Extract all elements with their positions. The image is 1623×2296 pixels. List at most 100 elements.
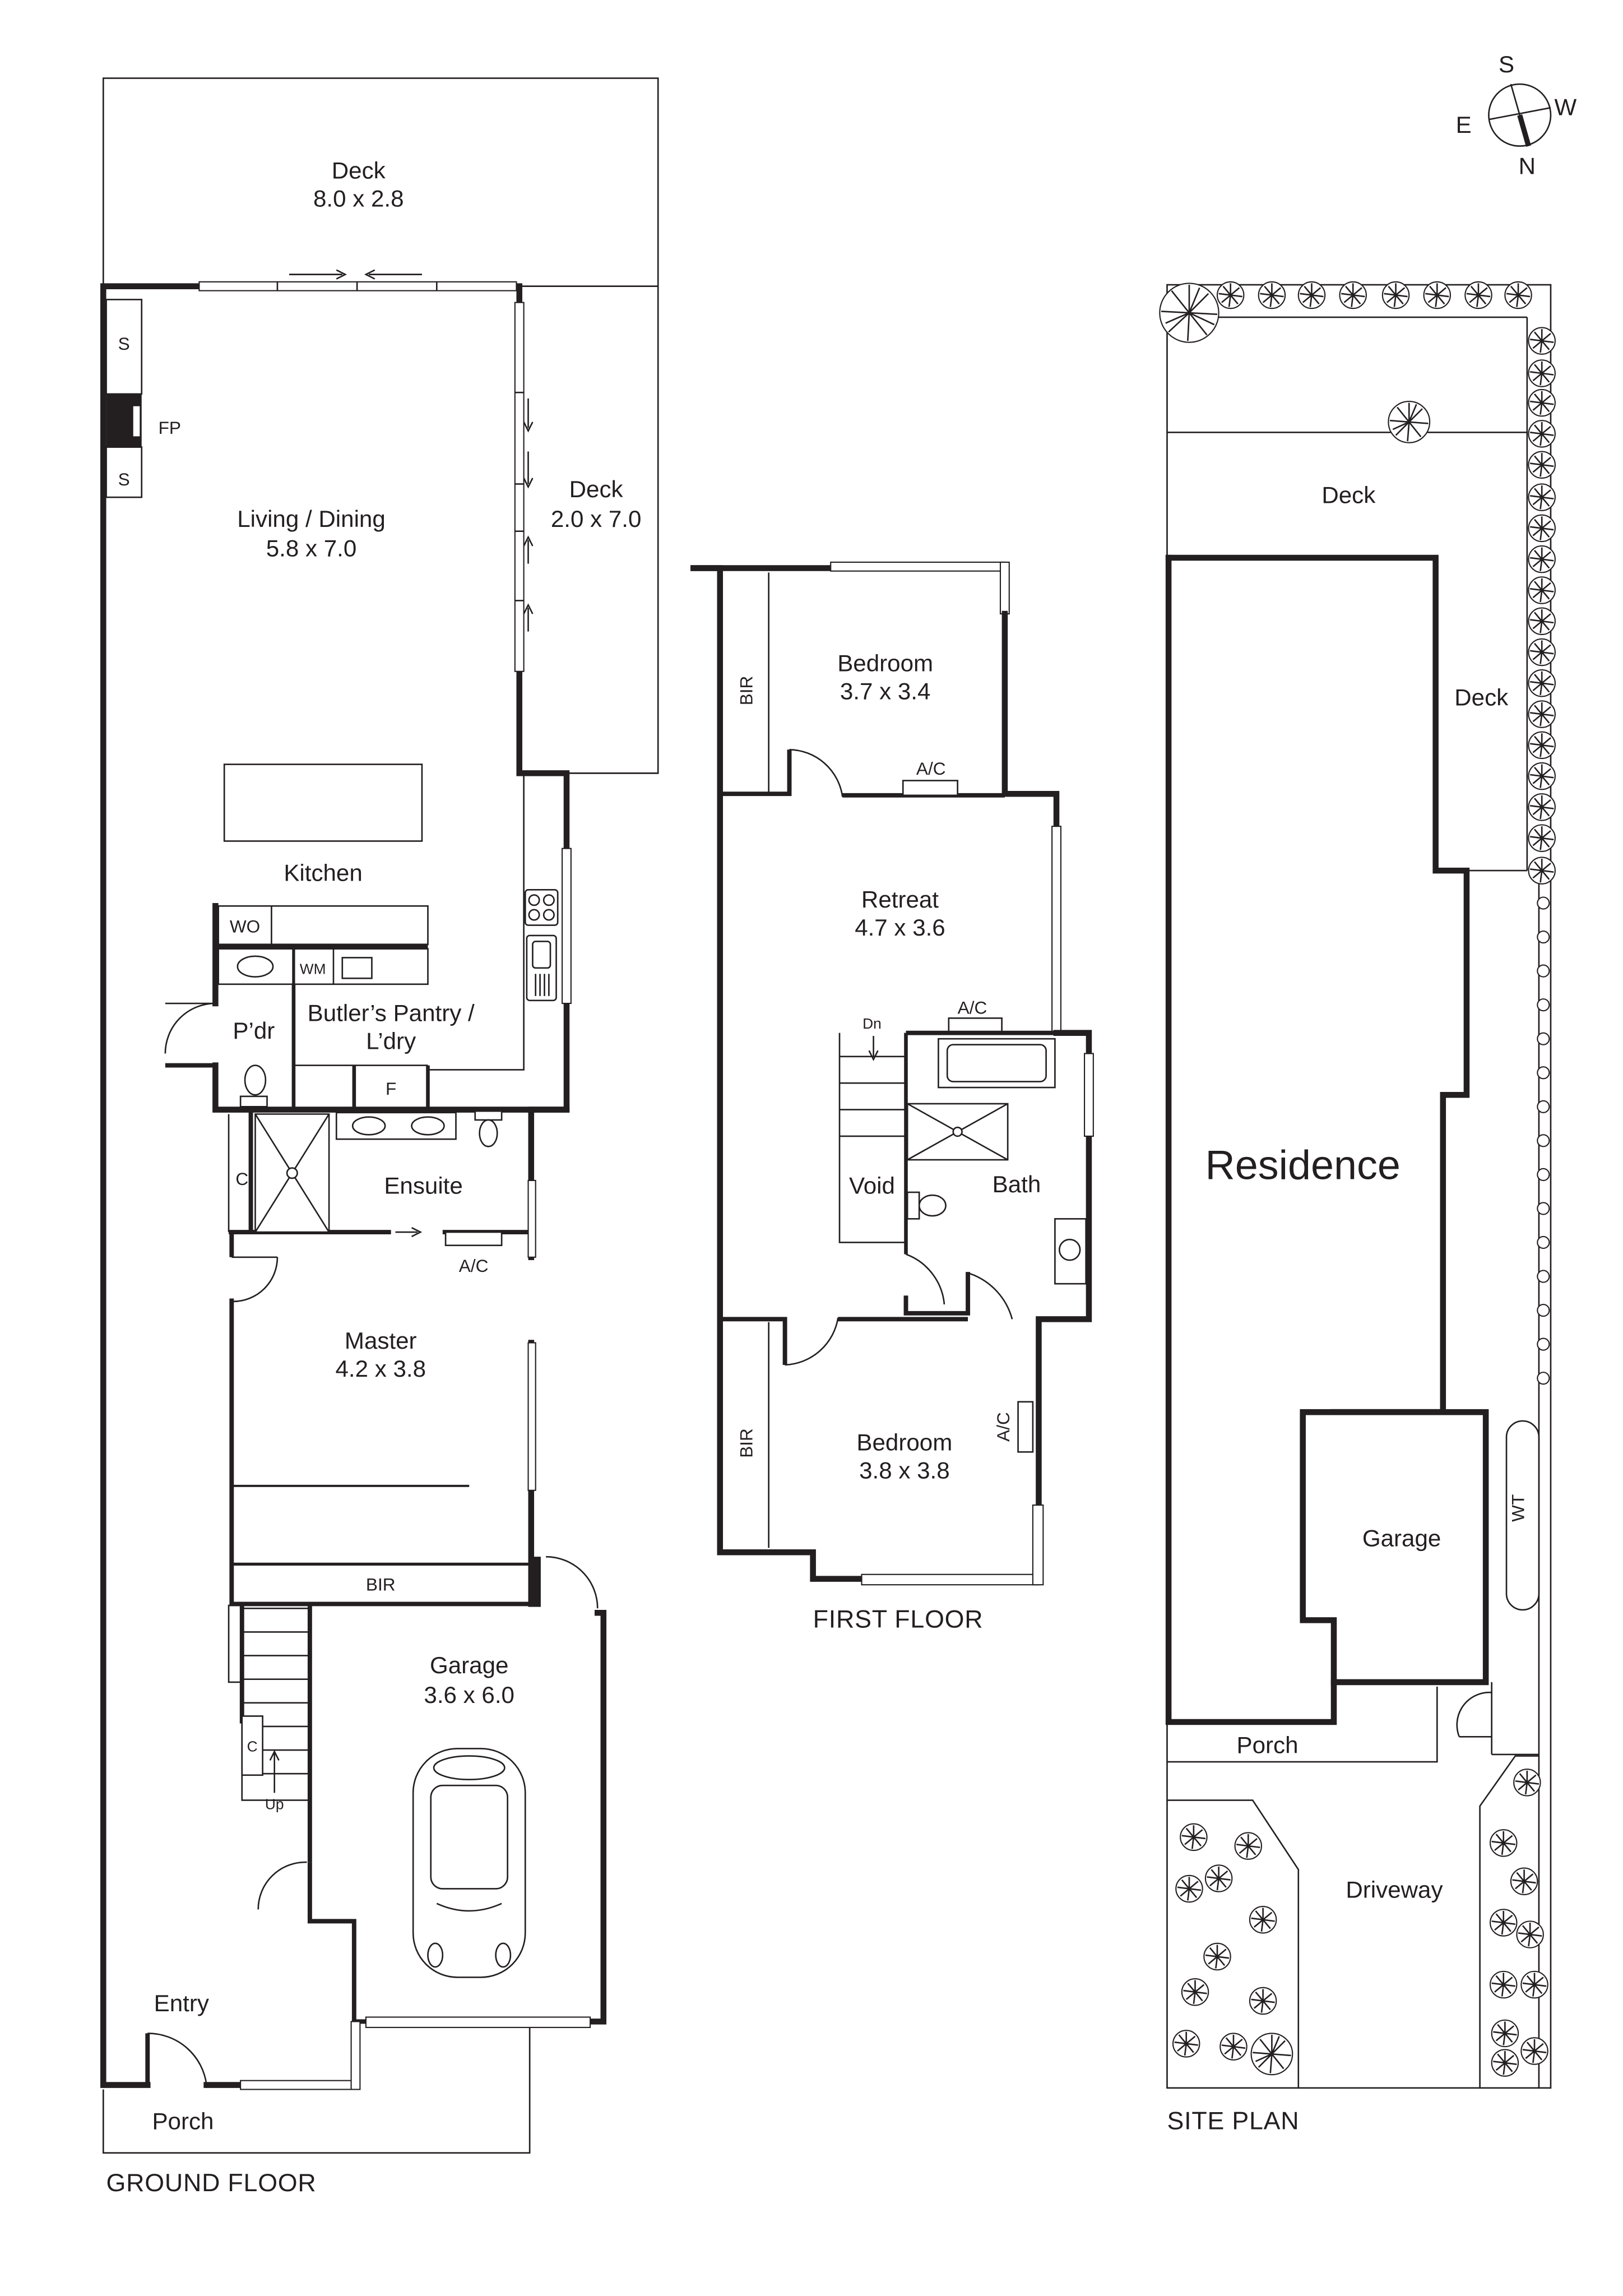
site-garage-outline xyxy=(1300,1409,1489,1686)
storage-label: S xyxy=(118,469,130,489)
vanity xyxy=(335,1112,457,1140)
slide-arrow-icon xyxy=(523,535,534,564)
storage-cupboard xyxy=(105,446,143,498)
entry-label: Entry xyxy=(154,1990,209,2016)
slide-arrow-icon xyxy=(395,1226,423,1238)
ac-label: A/C xyxy=(993,1412,1013,1442)
stairs-arrow-icon xyxy=(868,1035,879,1061)
compass-north-label: N xyxy=(1519,153,1536,179)
bir-label: BIR xyxy=(366,1575,396,1595)
cupboard-label: C xyxy=(235,1169,248,1189)
living-dining-label: Living / Dining xyxy=(237,506,386,532)
master-size: 4.2 x 3.8 xyxy=(335,1355,426,1382)
fireplace-label: FP xyxy=(159,418,181,438)
site-plan: Residence Garage Deck Deck WT Porch Driv… xyxy=(1159,281,1556,2135)
slide-arrow-icon xyxy=(523,603,534,632)
first-floor-title: FIRST FLOOR xyxy=(813,1605,984,1633)
toilet xyxy=(244,1064,267,1096)
toilet xyxy=(479,1119,498,1147)
west-exterior-wall xyxy=(100,283,202,2088)
door-swing[interactable] xyxy=(257,1861,307,1910)
basin xyxy=(237,955,274,978)
site-porch-label: Porch xyxy=(1237,1732,1299,1758)
toilet xyxy=(918,1194,947,1217)
compass-south-label: S xyxy=(1499,51,1514,77)
staircase[interactable] xyxy=(241,1607,311,1801)
side-deck-size: 2.0 x 7.0 xyxy=(551,506,642,532)
site-plan-title: SITE PLAN xyxy=(1167,2107,1299,2135)
garden-tree-icon xyxy=(1172,1768,1549,2077)
slide-arrow-icon xyxy=(289,269,347,280)
storage-label: S xyxy=(118,334,130,354)
residence-outline xyxy=(1165,554,1470,1415)
rear-sliding-doors[interactable] xyxy=(198,281,517,291)
retreat-window xyxy=(1051,826,1061,1034)
bir-label: BIR xyxy=(736,676,757,706)
porch-outline xyxy=(102,2027,531,2154)
bathtub xyxy=(938,1038,1056,1089)
air-conditioner xyxy=(948,1017,1003,1033)
residence-label: Residence xyxy=(1205,1141,1401,1188)
car-icon xyxy=(412,1748,526,1978)
living-dining-size: 5.8 x 7.0 xyxy=(266,535,357,561)
bedroom-1-label: Bedroom xyxy=(837,650,933,677)
water-tank xyxy=(1505,1420,1540,1611)
butlers-pantry-label: Butler’s Pantry / xyxy=(308,1000,475,1026)
air-conditioner xyxy=(902,780,958,797)
hedge-icon xyxy=(1537,896,1550,1385)
ensuite-label: Ensuite xyxy=(384,1173,462,1199)
bedroom-1-size: 3.7 x 3.4 xyxy=(840,678,931,705)
kitchen-window xyxy=(562,848,572,1004)
stairs-down-label: Dn xyxy=(862,1015,882,1032)
kitchen-island xyxy=(223,763,423,842)
door-swing[interactable] xyxy=(789,748,843,797)
retreat-label: Retreat xyxy=(861,886,939,913)
side-deck-label: Deck xyxy=(569,476,624,502)
front-window xyxy=(240,2080,356,2090)
bir-label: BIR xyxy=(736,1428,757,1458)
door-swing[interactable] xyxy=(546,1556,599,1609)
slide-arrow-icon xyxy=(523,451,534,489)
slide-arrow-icon xyxy=(364,269,422,280)
rear-deck-label: Deck xyxy=(332,158,386,184)
door-swing[interactable] xyxy=(969,1272,1013,1320)
bedroom-2-window xyxy=(861,1573,1040,1586)
fridge-label: F xyxy=(386,1078,396,1099)
stairs-up-label: Up xyxy=(265,1795,284,1812)
retreat-size: 4.7 x 3.6 xyxy=(855,914,945,941)
door-swing[interactable] xyxy=(785,1317,839,1366)
door-swing[interactable] xyxy=(164,1002,216,1054)
air-conditioner xyxy=(1017,1401,1034,1453)
cupboard-label: C xyxy=(247,1738,258,1755)
bath-label: Bath xyxy=(993,1171,1041,1197)
compass-east-label: E xyxy=(1456,112,1472,138)
first-floor-plan: A/C BIR Bedroom 3.7 x 3.4 Retreat 4.7 x … xyxy=(690,561,1094,1633)
door-swing[interactable] xyxy=(233,1257,279,1303)
ground-floor-plan: S S FP Deck 8.0 x 2.8 Deck 2.0 x 7.0 Liv… xyxy=(100,77,659,2197)
site-garage-label: Garage xyxy=(1362,1525,1441,1552)
kitchen-label: Kitchen xyxy=(284,860,362,886)
compass: S W E N xyxy=(1456,51,1577,179)
stairs-arrow-icon xyxy=(269,1749,280,1793)
washing-machine-label: WM xyxy=(300,960,326,977)
side-sliding-doors[interactable] xyxy=(514,302,525,672)
entry-door-swing[interactable] xyxy=(147,2033,207,2085)
void-label: Void xyxy=(849,1173,895,1199)
master-window xyxy=(527,1342,536,1491)
north-needle-icon xyxy=(1517,114,1531,147)
compass-west-label: W xyxy=(1554,94,1576,120)
staircase[interactable] xyxy=(838,1033,906,1243)
laundry-trough xyxy=(341,957,373,979)
tree-icon xyxy=(1159,281,1556,885)
door-swing[interactable] xyxy=(906,1253,945,1305)
ac-label: A/C xyxy=(958,997,987,1017)
laundry-label: L’dry xyxy=(366,1028,416,1054)
water-tank-label: WT xyxy=(1508,1494,1528,1522)
ground-floor-title: GROUND FLOOR xyxy=(106,2169,317,2197)
gate-swing[interactable] xyxy=(1456,1691,1492,1737)
garage-door[interactable] xyxy=(365,2016,591,2028)
ac-label: A/C xyxy=(459,1256,489,1276)
air-conditioner xyxy=(444,1231,503,1247)
side-deck-outline xyxy=(519,285,659,774)
bedroom-1-window xyxy=(830,561,1005,572)
